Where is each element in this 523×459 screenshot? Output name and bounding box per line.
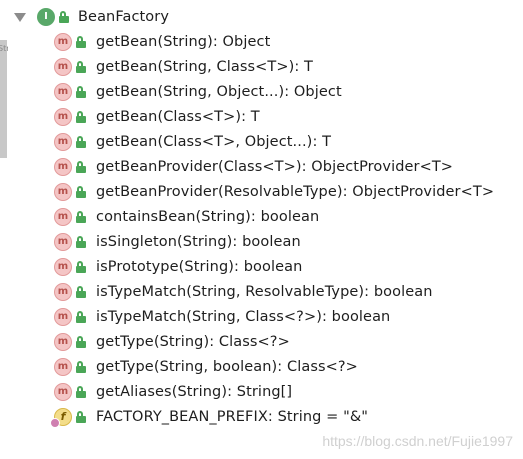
method-label: isTypeMatch(String, Class<?>): boolean [96,308,391,325]
method-icon: m [54,357,72,376]
method-icon: m [54,57,72,76]
public-lock-icon [76,385,86,398]
structure-side-tab[interactable] [0,40,7,158]
public-lock-icon [76,335,86,348]
method-icon: m [54,32,72,51]
left-tool-strip: Structure [0,0,8,459]
method-label: isTypeMatch(String, ResolvableType): boo… [96,283,433,300]
chevron-down-icon[interactable] [14,12,26,22]
method-label: isPrototype(String): boolean [96,258,303,275]
tree-method-node[interactable]: m getBeanProvider(Class<T>): ObjectProvid… [0,154,523,179]
method-label: getAliases(String): String[] [96,383,293,400]
method-icon: m [54,132,72,151]
structure-tree: I BeanFactory m getBean(String): Object m g… [0,4,523,429]
method-icon: m [54,207,72,226]
tree-method-node[interactable]: m isTypeMatch(String, ResolvableType): bo… [0,279,523,304]
public-lock-icon [76,210,86,223]
public-lock-icon [76,110,86,123]
public-lock-icon [76,285,86,298]
field-icon: f [50,407,72,428]
tree-method-node[interactable]: m isSingleton(String): boolean [0,229,523,254]
method-label: getType(String): Class<?> [96,333,290,350]
method-icon: m [54,382,72,401]
tree-method-node[interactable]: m isPrototype(String): boolean [0,254,523,279]
method-icon: m [54,332,72,351]
method-label: isSingleton(String): boolean [96,233,301,250]
tree-method-node[interactable]: m isTypeMatch(String, Class<?>): boolean [0,304,523,329]
method-label: getBean(String, Class<T>): T [96,58,314,75]
public-lock-icon [76,410,86,423]
static-marker-icon [50,417,60,428]
public-lock-icon [76,85,86,98]
method-label: getBeanProvider(Class<T>): ObjectProvide… [96,158,454,175]
tree-method-node[interactable]: m getBean(Class<T>): T [0,104,523,129]
method-icon: m [54,157,72,176]
method-label: getBean(Class<T>): T [96,108,260,125]
tree-method-node[interactable]: m getBean(String): Object [0,29,523,54]
tree-method-node[interactable]: m getType(String): Class<?> [0,329,523,354]
tree-method-node[interactable]: m getBean(Class<T>, Object...): T [0,129,523,154]
public-lock-icon [76,360,86,373]
public-lock-icon [76,310,86,323]
method-icon: m [54,82,72,101]
public-lock-icon [76,135,86,148]
method-icon: m [54,107,72,126]
method-label: getBean(String): Object [96,33,271,50]
method-icon: m [54,307,72,326]
watermark: https://blog.csdn.net/Fujie1997 [322,433,513,449]
tree-field-node[interactable]: f FACTORY_BEAN_PREFIX: String = "&" [0,404,523,429]
tree-method-node[interactable]: m getType(String, boolean): Class<?> [0,354,523,379]
method-icon: m [54,257,72,276]
public-lock-icon [76,260,86,273]
interface-icon: I [37,7,55,26]
public-lock-icon [76,35,86,48]
tree-method-node[interactable]: m getBeanProvider(ResolvableType): Object… [0,179,523,204]
public-lock-icon [76,235,86,248]
method-label: containsBean(String): boolean [96,208,320,225]
public-lock-icon [59,10,69,23]
tree-method-node[interactable]: m getAliases(String): String[] [0,379,523,404]
public-lock-icon [76,60,86,73]
method-label: getBean(Class<T>, Object...): T [96,133,332,150]
field-label: FACTORY_BEAN_PREFIX: String = "&" [96,408,369,425]
structure-side-label: Structure [0,44,8,53]
method-label: getType(String, boolean): Class<?> [96,358,358,375]
public-lock-icon [76,160,86,173]
tree-root-node[interactable]: I BeanFactory [0,4,523,29]
method-icon: m [54,232,72,251]
tree-method-node[interactable]: m getBean(String, Object...): Object [0,79,523,104]
public-lock-icon [76,185,86,198]
tree-root-label: BeanFactory [78,8,170,25]
method-icon: m [54,282,72,301]
tree-method-node[interactable]: m containsBean(String): boolean [0,204,523,229]
method-icon: m [54,182,72,201]
method-label: getBeanProvider(ResolvableType): ObjectP… [96,183,495,200]
tree-method-node[interactable]: m getBean(String, Class<T>): T [0,54,523,79]
method-label: getBean(String, Object...): Object [96,83,342,100]
